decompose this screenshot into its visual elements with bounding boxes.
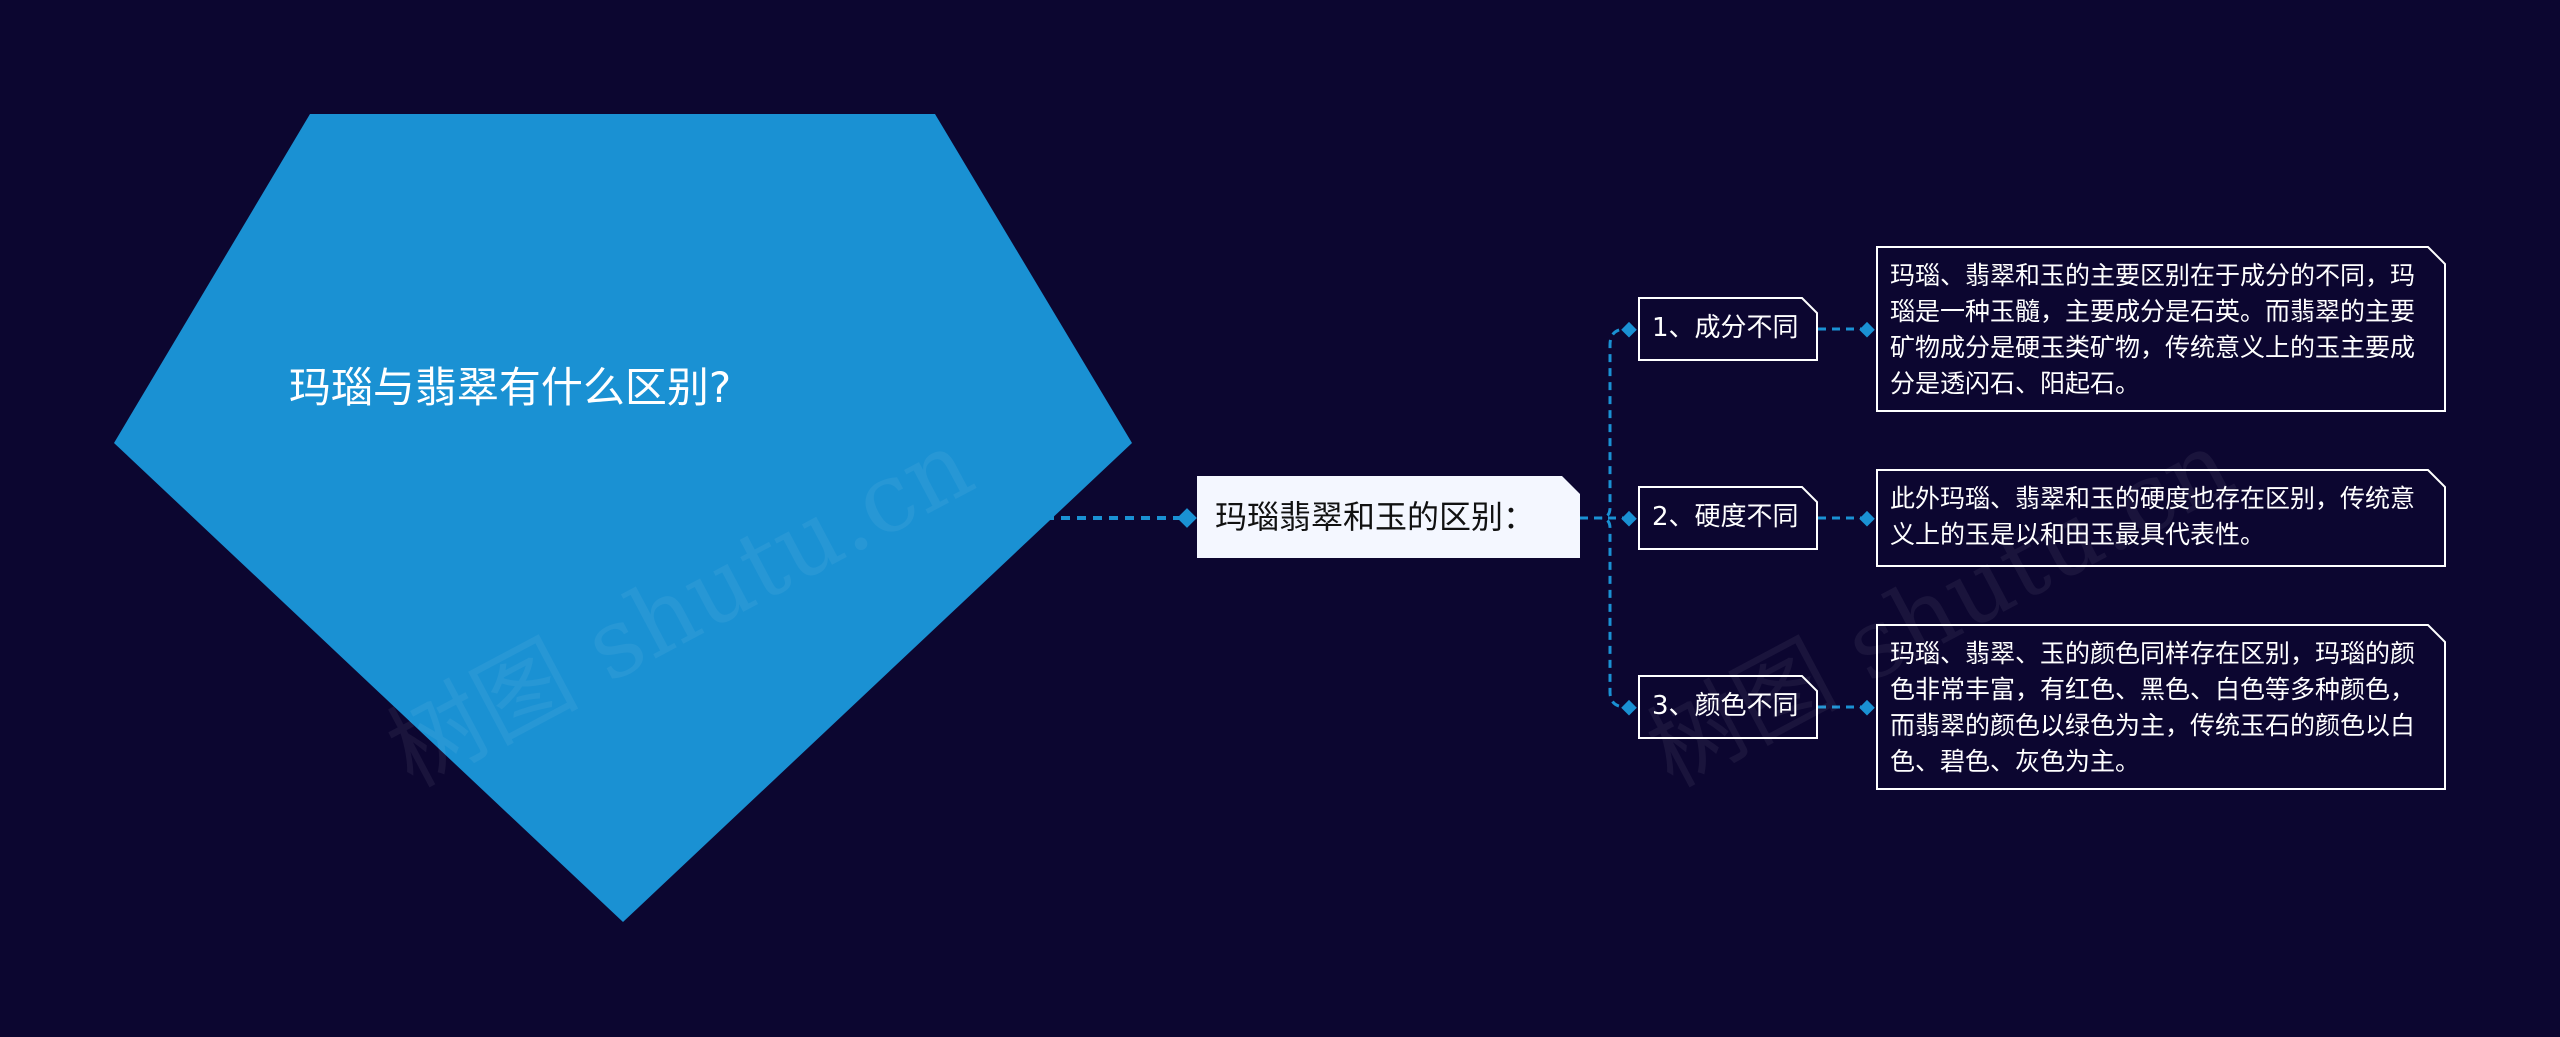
detail-2-frame: [1876, 469, 2446, 567]
branch-3-label: 3、颜色不同: [1652, 691, 1799, 721]
connector-dot-detail-2: [1859, 510, 1875, 527]
connector-dot-branch-3: [1621, 699, 1637, 716]
detail-3-frame: [1876, 624, 2446, 790]
detail-3-text: 玛瑙、翡翠、玉的颜色同样存在区别，玛瑙的颜色非常丰富，有红色、黑色、白色等多种颜…: [1890, 639, 2416, 776]
connector-dot-detail-1: [1859, 321, 1875, 338]
branch-node-1[interactable]: 1、成分不同: [1638, 297, 1818, 361]
branch-1-frame: [1638, 297, 1818, 361]
connector-dot-branch-2: [1621, 510, 1637, 527]
branch-2-frame: [1638, 486, 1818, 550]
connector-dot-main: [1177, 508, 1197, 528]
detail-node-2[interactable]: 此外玛瑙、翡翠和玉的硬度也存在区别，传统意义上的玉是以和田玉最具代表性。: [1876, 469, 2446, 567]
connector-dot-detail-3: [1859, 699, 1875, 716]
detail-2-text: 此外玛瑙、翡翠和玉的硬度也存在区别，传统意义上的玉是以和田玉最具代表性。: [1890, 484, 2416, 549]
detail-node-1[interactable]: 玛瑙、翡翠和玉的主要区别在于成分的不同，玛瑙是一种玉髓，主要成分是石英。而翡翠的…: [1876, 246, 2446, 412]
detail-1-text: 玛瑙、翡翠和玉的主要区别在于成分的不同，玛瑙是一种玉髓，主要成分是石英。而翡翠的…: [1890, 261, 2416, 398]
root-pentagon[interactable]: [114, 114, 1132, 922]
branch-node-2[interactable]: 2、硬度不同: [1638, 486, 1818, 550]
main-topic-node[interactable]: 玛瑙翡翠和玉的区别：: [1197, 476, 1580, 558]
branch-node-3[interactable]: 3、颜色不同: [1638, 675, 1818, 739]
detail-1-frame: [1876, 246, 2446, 412]
connector-main-branch-3: [1580, 516, 1628, 709]
connector-dot-branch-1: [1621, 321, 1637, 338]
branch-2-label: 2、硬度不同: [1652, 502, 1799, 532]
root-title[interactable]: 玛瑙与翡翠有什么区别?: [288, 363, 732, 412]
branch-3-frame: [1638, 675, 1818, 739]
connector-main-branch-1: [1580, 327, 1628, 520]
branch-1-label: 1、成分不同: [1652, 313, 1799, 343]
detail-node-3[interactable]: 玛瑙、翡翠、玉的颜色同样存在区别，玛瑙的颜色非常丰富，有红色、黑色、白色等多种颜…: [1876, 624, 2446, 790]
